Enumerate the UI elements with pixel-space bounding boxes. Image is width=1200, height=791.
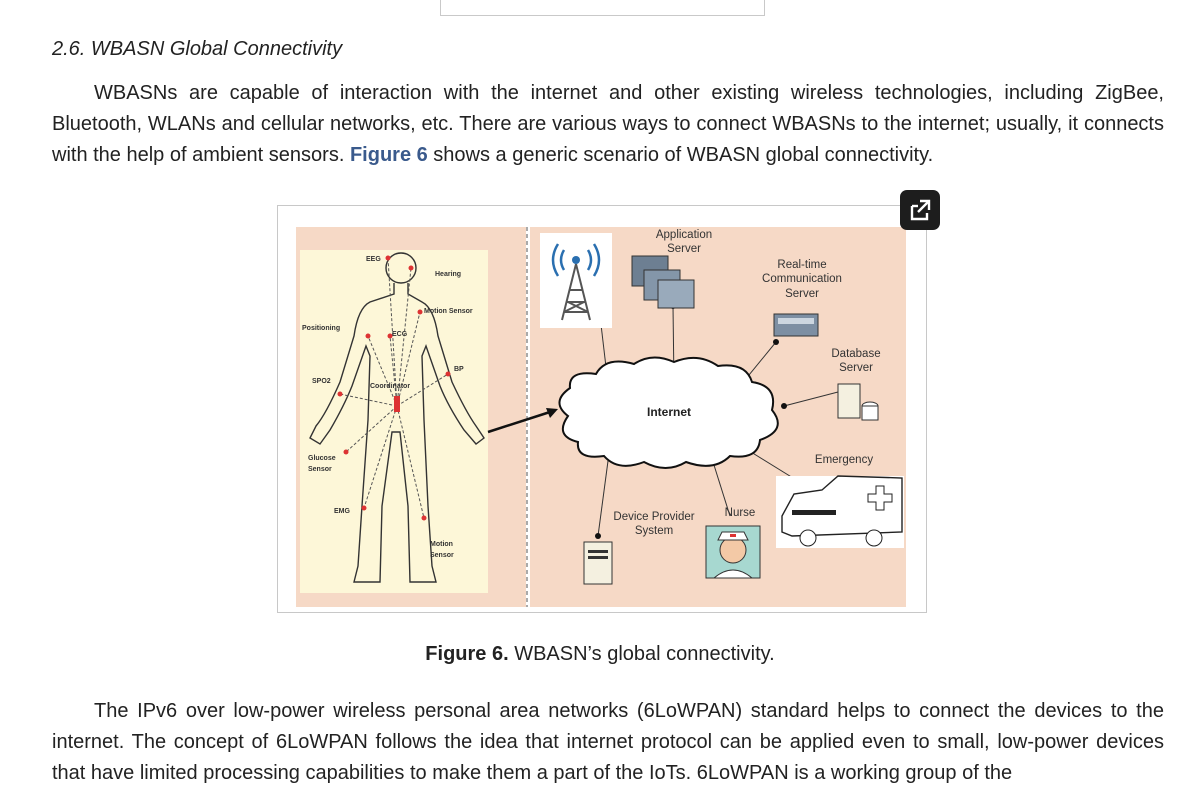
paragraph-1-text-b: shows a generic scenario of WBASN global… <box>427 144 934 166</box>
paragraph-2-text: The IPv6 over low-power wireless persona… <box>52 700 1164 784</box>
label-database: Database <box>831 348 880 360</box>
label-motion-sensor-bottom: Sensor <box>430 552 454 559</box>
label-nurse: Nurse <box>725 507 756 519</box>
label-bp: BP <box>454 366 464 373</box>
figure-caption: Figure 6. WBASN’s global connectivity. <box>0 643 1200 666</box>
previous-figure-frame <box>440 0 765 16</box>
figure-6-diagram: EEG Hearing Motion Sensor Positioning EC… <box>296 227 906 607</box>
sensor-dots <box>337 255 451 521</box>
caption-text: WBASN’s global connectivity. <box>508 643 775 665</box>
paragraph-1-text-a: WBASNs are capable of interaction with t… <box>52 82 1164 166</box>
label-rt-server: Server <box>785 288 819 300</box>
uplink-arrow <box>487 410 551 434</box>
ambulance-icon <box>776 475 904 548</box>
label-internet: Internet <box>647 405 691 419</box>
label-coordinator: Coordinator <box>370 383 410 390</box>
label-motion-sensor-top: Motion Sensor <box>424 308 473 315</box>
label-ecg: ECG <box>392 331 408 338</box>
paragraph-1: WBASNs are capable of interaction with t… <box>52 78 1164 171</box>
label-hearing: Hearing <box>435 271 461 278</box>
label-positioning: Positioning <box>302 325 340 332</box>
nurse-icon <box>705 525 761 579</box>
paragraph-2: The IPv6 over low-power wireless persona… <box>52 696 1164 789</box>
device-provider-computer-icon <box>583 541 613 585</box>
expand-external-icon <box>910 199 931 221</box>
label-eeg: EEG <box>366 256 381 263</box>
caption-label: Figure 6. <box>425 643 509 665</box>
sensor-links <box>339 257 449 519</box>
uplink-arrowhead <box>546 408 558 418</box>
realtime-server-icon <box>773 313 819 337</box>
application-server-icon <box>631 255 695 309</box>
label-spo2: SPO2 <box>312 378 331 385</box>
cell-tower-icon <box>540 233 612 328</box>
figure-6: EEG Hearing Motion Sensor Positioning EC… <box>277 205 927 613</box>
label-motion: Motion <box>430 541 453 548</box>
label-db-server: Server <box>839 362 873 374</box>
label-glucose: Glucose <box>308 455 336 462</box>
database-server-icon <box>837 383 879 421</box>
expand-figure-button[interactable] <box>900 190 940 230</box>
coordinator-node <box>394 396 400 412</box>
human-body-figure <box>309 252 485 583</box>
section-heading: 2.6. WBASN Global Connectivity <box>52 38 343 60</box>
label-communication: Communication <box>762 273 842 285</box>
label-application: Application <box>656 229 712 241</box>
label-glucose-sensor: Sensor <box>308 466 332 473</box>
label-device-provider: Device Provider <box>613 511 694 523</box>
internet-cloud-icon <box>558 356 779 469</box>
label-system: System <box>635 525 673 537</box>
body-inner-panel <box>300 250 488 593</box>
label-realtime: Real-time <box>777 259 826 271</box>
label-application-server: Server <box>667 243 701 255</box>
figure-6-link[interactable]: Figure 6 <box>349 144 428 166</box>
label-emg: EMG <box>334 508 351 515</box>
label-emergency: Emergency <box>815 454 873 466</box>
